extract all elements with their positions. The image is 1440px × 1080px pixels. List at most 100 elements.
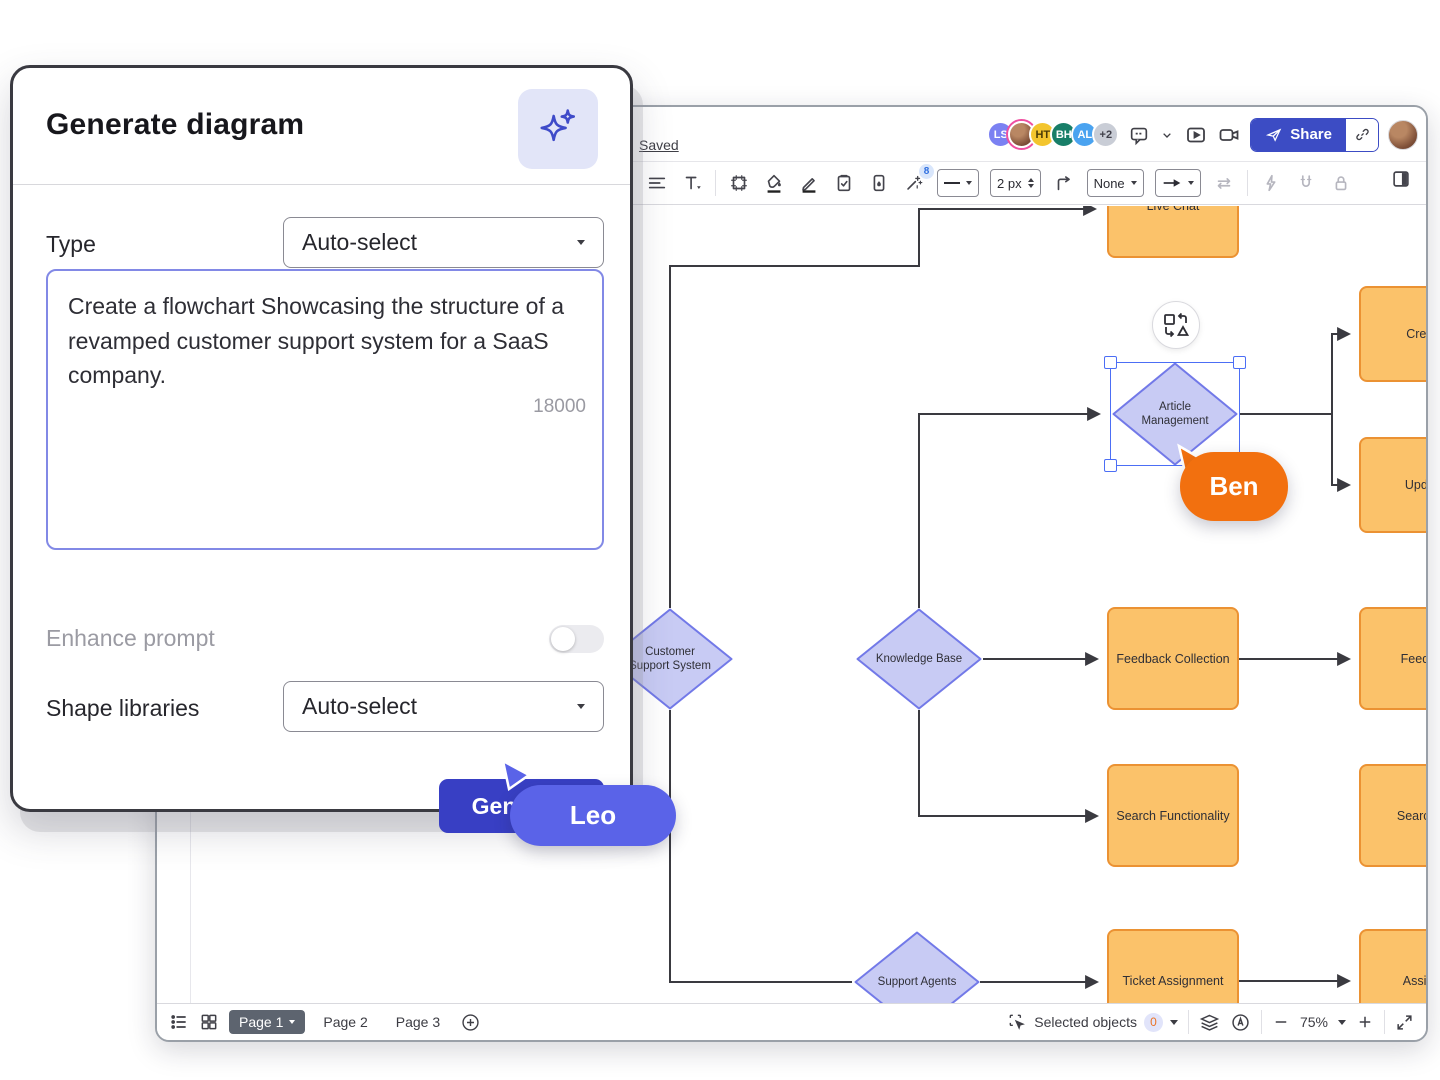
caret-down-icon bbox=[577, 704, 585, 709]
shape-data-icon[interactable] bbox=[832, 168, 856, 198]
node-support-agents[interactable]: Support Agents bbox=[854, 931, 980, 1003]
node-feedback-right[interactable]: Feedbac bbox=[1359, 607, 1426, 710]
fullscreen-icon[interactable] bbox=[1395, 1013, 1414, 1032]
comments-icon[interactable] bbox=[1128, 124, 1150, 146]
node-assign-to[interactable]: Assign t bbox=[1359, 929, 1426, 1003]
lock-icon[interactable] bbox=[1329, 168, 1353, 198]
line-style-select[interactable] bbox=[937, 169, 979, 197]
modal-header: Generate diagram bbox=[13, 68, 630, 185]
add-page-icon[interactable] bbox=[460, 1012, 481, 1033]
saved-status[interactable]: Saved bbox=[639, 137, 679, 153]
align-icon[interactable] bbox=[645, 168, 669, 198]
node-search-functionality[interactable]: Search Functionality bbox=[1107, 764, 1239, 867]
line-weight-stepper[interactable]: 2 px bbox=[990, 169, 1041, 197]
type-label: Type bbox=[46, 231, 96, 257]
share-control: Share bbox=[1250, 117, 1379, 152]
lightning-icon[interactable] bbox=[1259, 168, 1283, 198]
edge-kb-to-article[interactable] bbox=[918, 407, 1102, 608]
generate-diagram-modal: Generate diagram Type Auto-select Create… bbox=[10, 65, 633, 833]
page-tab-2[interactable]: Page 2 bbox=[323, 1014, 368, 1030]
share-button[interactable]: Share bbox=[1251, 118, 1346, 151]
share-label: Share bbox=[1290, 126, 1332, 143]
selected-objects-label: Selected objects bbox=[1034, 1014, 1137, 1030]
fill-color-icon[interactable] bbox=[762, 168, 786, 198]
enhance-prompt-toggle[interactable] bbox=[549, 625, 604, 653]
wand-count-badge: 8 bbox=[919, 164, 934, 179]
caret-down-icon bbox=[1169, 1019, 1178, 1025]
video-camera-icon[interactable] bbox=[1217, 123, 1241, 147]
type-select[interactable]: Auto-select bbox=[283, 217, 604, 268]
modal-title: Generate diagram bbox=[46, 108, 305, 141]
page-tab-3[interactable]: Page 3 bbox=[395, 1014, 441, 1030]
arrowhead-select[interactable] bbox=[1154, 169, 1201, 197]
shape-libraries-value: Auto-select bbox=[302, 693, 418, 719]
page-tab-1[interactable]: Page 1 bbox=[229, 1010, 306, 1034]
present-icon[interactable] bbox=[1184, 123, 1208, 147]
node-ticket-assignment[interactable]: Ticket Assignment bbox=[1107, 929, 1239, 1003]
layers-icon[interactable] bbox=[1199, 1012, 1220, 1033]
zoom-level[interactable]: 75% bbox=[1299, 1014, 1328, 1030]
edge-article-to-update[interactable] bbox=[1331, 414, 1352, 492]
ai-sparkle-icon bbox=[518, 89, 598, 169]
selection-handle-top-right[interactable] bbox=[1233, 356, 1246, 369]
user-avatar[interactable] bbox=[1388, 119, 1418, 150]
endpoint-select[interactable]: None bbox=[1086, 169, 1144, 197]
copy-link-button[interactable] bbox=[1346, 118, 1378, 151]
enhance-prompt-label: Enhance prompt bbox=[46, 625, 215, 651]
frame-icon[interactable] bbox=[727, 168, 751, 198]
selection-handle-bottom-left[interactable] bbox=[1104, 459, 1117, 472]
paper-plane-icon bbox=[1265, 126, 1283, 144]
ink-style-icon[interactable] bbox=[867, 168, 891, 198]
swap-shape-badge[interactable] bbox=[1152, 301, 1200, 349]
node-knowledge-base[interactable]: Knowledge Base bbox=[856, 608, 982, 710]
avatar-al[interactable]: AL bbox=[1071, 121, 1099, 148]
node-create[interactable]: Create bbox=[1359, 286, 1426, 382]
toolbar-separator bbox=[715, 170, 716, 196]
connector-layer bbox=[669, 206, 1352, 989]
annotate-icon[interactable] bbox=[1230, 1012, 1251, 1033]
elbow-connector-icon[interactable] bbox=[1052, 168, 1076, 198]
select-cursor-icon bbox=[1007, 1012, 1027, 1032]
zoom-out-icon[interactable] bbox=[1272, 1013, 1290, 1031]
selection-handle-top-left[interactable] bbox=[1104, 356, 1117, 369]
magnet-icon[interactable] bbox=[1294, 168, 1318, 198]
swap-arrows-icon[interactable] bbox=[1212, 168, 1236, 198]
zoom-in-icon[interactable] bbox=[1356, 1013, 1374, 1031]
right-panel-toggle-icon[interactable] bbox=[1390, 168, 1412, 190]
node-feedback-collection[interactable]: Feedback Collection bbox=[1107, 607, 1239, 710]
avatar-bh[interactable]: BH bbox=[1050, 121, 1078, 148]
selected-objects-dropdown[interactable]: Selected objects 0 bbox=[1007, 1012, 1178, 1032]
line-color-icon[interactable] bbox=[797, 168, 821, 198]
node-search-by[interactable]: Search by bbox=[1359, 764, 1426, 867]
edge-css-to-live-chat[interactable] bbox=[669, 206, 1098, 608]
edge-article-to-create[interactable] bbox=[1240, 327, 1352, 415]
bottombar: Page 1 Page 2 Page 3 Selected objects 0 bbox=[157, 1003, 1426, 1040]
prompt-text: Create a flowchart Showcasing the struct… bbox=[68, 293, 565, 388]
shape-libraries-label: Shape libraries bbox=[46, 695, 200, 721]
caret-down-icon bbox=[577, 240, 585, 245]
prompt-input[interactable]: Create a flowchart Showcasing the struct… bbox=[46, 269, 604, 550]
shape-libraries-select[interactable]: Auto-select bbox=[283, 681, 604, 732]
text-icon[interactable] bbox=[680, 168, 704, 198]
zoom-caret-icon[interactable] bbox=[1338, 1019, 1346, 1025]
char-count: 18000 bbox=[533, 396, 586, 417]
magic-wand-icon[interactable]: 8 bbox=[902, 164, 934, 198]
avatar-2[interactable]: +2 bbox=[1092, 121, 1120, 148]
chevron-down-icon[interactable] bbox=[1159, 127, 1175, 143]
modal-body: Type Auto-select Create a flowchart Show… bbox=[13, 185, 630, 833]
ben-cursor-label: Ben bbox=[1180, 452, 1288, 521]
node-update[interactable]: Update bbox=[1359, 437, 1426, 533]
edge-css-to-support-agents[interactable] bbox=[669, 710, 852, 983]
leo-cursor-label: Leo bbox=[510, 785, 676, 846]
page-list-icon[interactable] bbox=[169, 1012, 189, 1032]
leo-cursor-pointer bbox=[501, 758, 532, 792]
node-live-chat[interactable]: Live Chat bbox=[1107, 206, 1239, 258]
edge-kb-to-search[interactable] bbox=[918, 710, 1100, 823]
type-select-value: Auto-select bbox=[302, 229, 418, 255]
page-grid-icon[interactable] bbox=[199, 1012, 219, 1032]
bottombar-right: Selected objects 0 75% bbox=[1007, 1010, 1414, 1034]
